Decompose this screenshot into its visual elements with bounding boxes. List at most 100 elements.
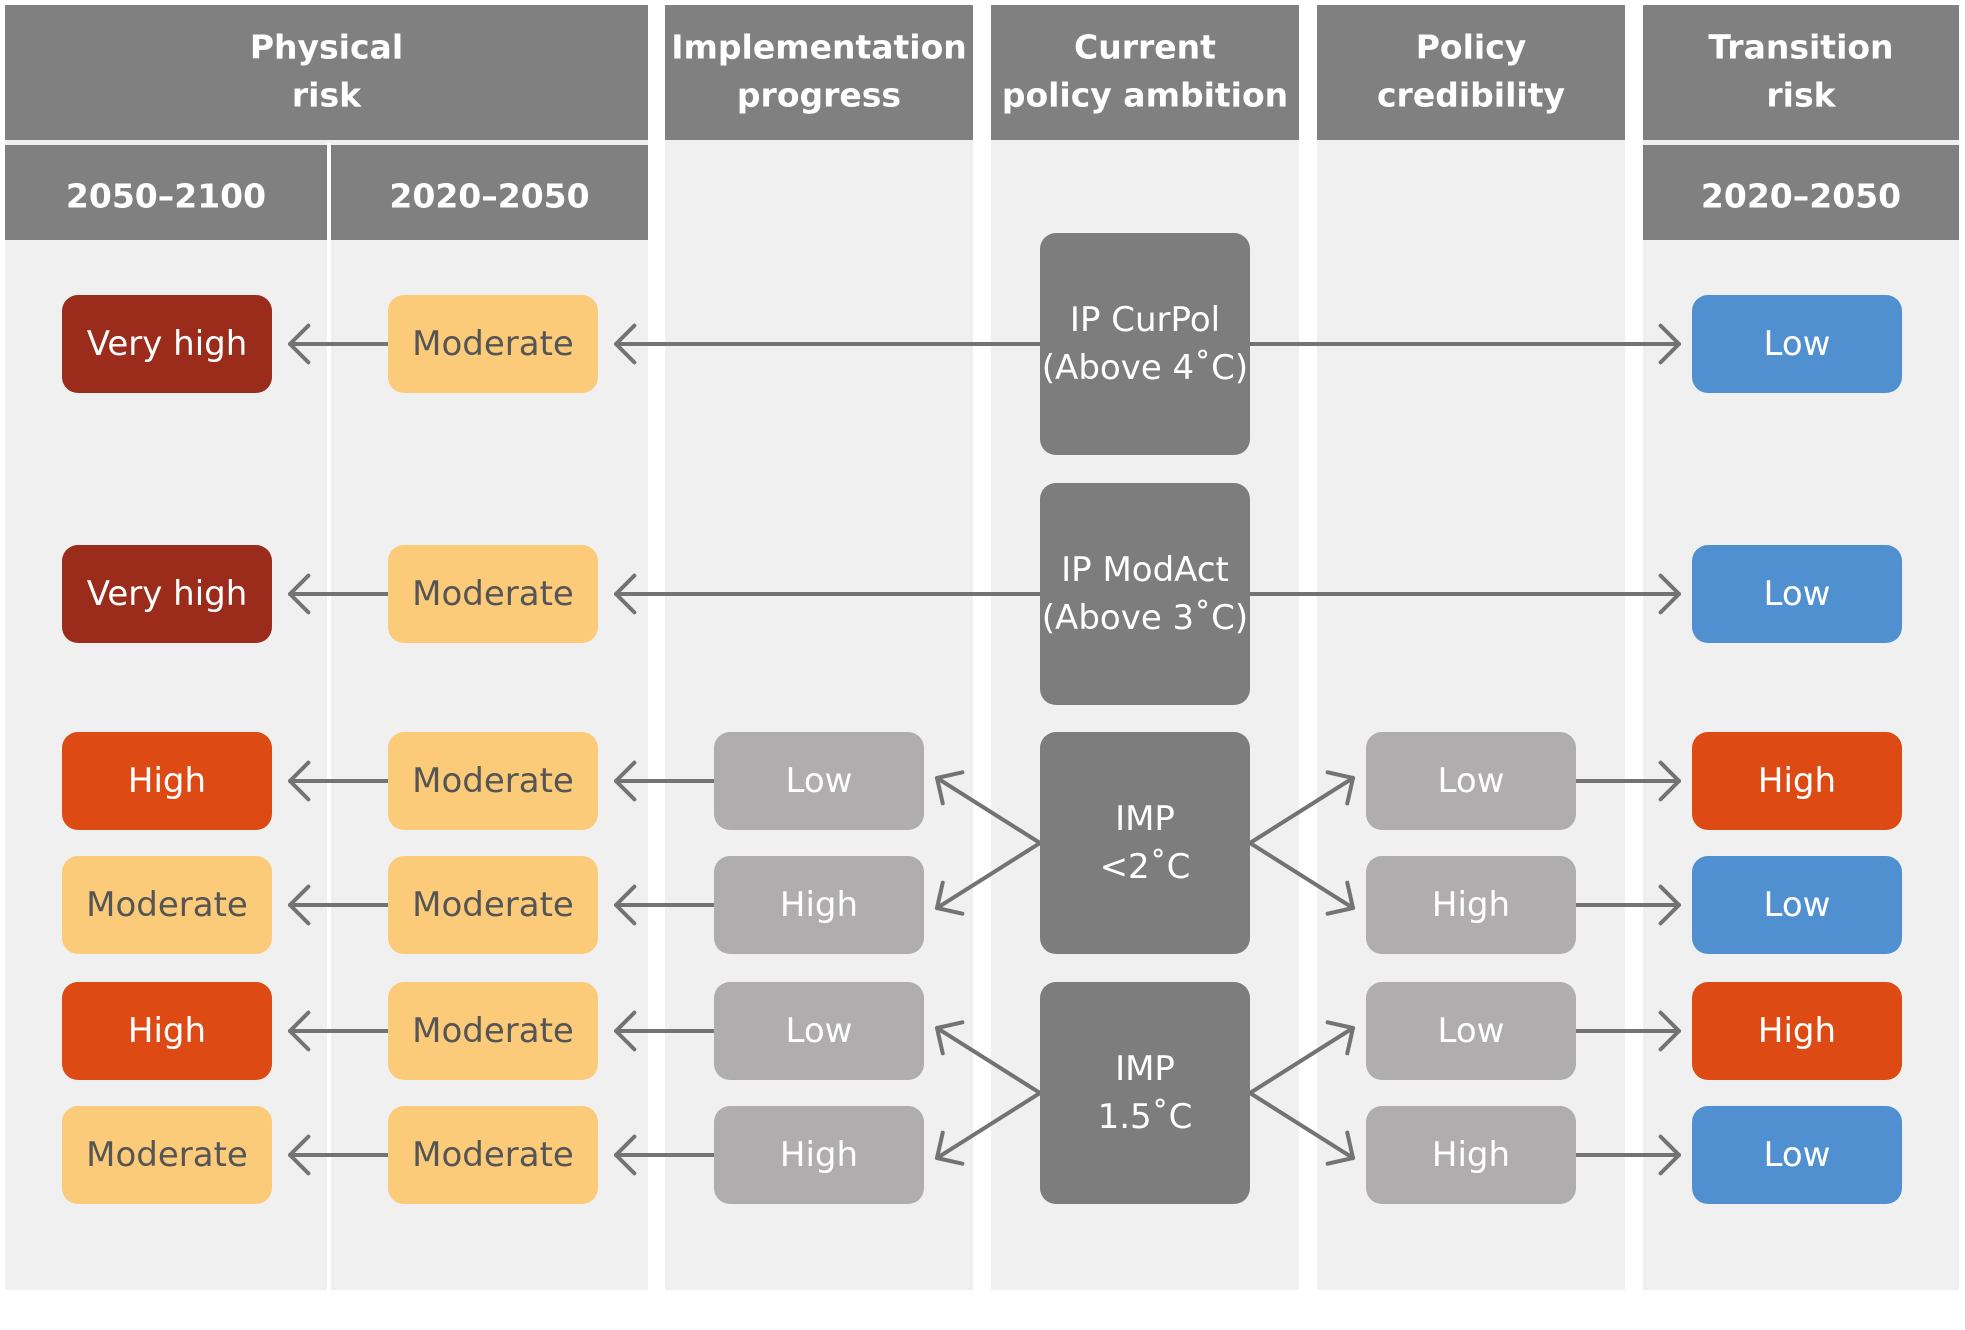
- physical-risk-2020-2050-box-row-5: Moderate: [388, 982, 598, 1080]
- physical-risk-2050-2100-box-row-6-bg: [62, 1106, 272, 1204]
- current-policy-ambition-header-text-line-2: policy ambition: [1002, 76, 1288, 115]
- transition-risk-box-row-6-bg: [1692, 1106, 1902, 1204]
- transition-risk-box-row-3-label: High: [1758, 761, 1836, 801]
- physical-risk-2050-2100-box-row-3: High: [62, 732, 272, 830]
- physical-risk-2020-2050-box-row-2-bg: [388, 545, 598, 643]
- transition-risk-box-row-5-bg: [1692, 982, 1902, 1080]
- physical-risk-2020-2050-box-row-4-bg: [388, 856, 598, 954]
- implementation-progress-header-text-line-2: progress: [737, 76, 901, 115]
- physical-risk-2020-2050-box-row-1-bg: [388, 295, 598, 393]
- policy-credibility-header-text-line-1: Policy: [1416, 28, 1527, 67]
- arrow-row-4-implementation-to-physical: [614, 884, 716, 926]
- transition-risk-box-row-2: Low: [1692, 545, 1902, 643]
- arrow-scenario-1-to-transition-head: [1658, 323, 1681, 365]
- implementation-progress-box-row-6-bg: [714, 1106, 924, 1204]
- arrow-row-6-implementation-to-physical: [614, 1134, 716, 1176]
- arrow-scenario-2-to-physical: [614, 573, 1042, 615]
- transition-period-header-text: 2020–2050: [1701, 177, 1901, 216]
- physical-late-period-header-text: 2050–2100: [66, 177, 266, 216]
- transition-period-header-bg: [1643, 145, 1959, 240]
- physical-risk-2020-2050-box-row-6-label: Moderate: [412, 1135, 574, 1175]
- arrow-scenario-3-to-implementation-high-shaft: [935, 841, 1042, 910]
- arrow-row-6-early-to-late-head: [288, 1134, 311, 1176]
- transition-risk-box-row-4-bg: [1692, 856, 1902, 954]
- arrow-row-5-credibility-to-transition-head: [1658, 1010, 1681, 1052]
- arrow-scenario-3-to-implementation-low-shaft: [935, 776, 1042, 845]
- implementation-progress-box-row-5-bg: [714, 982, 924, 1080]
- implementation-progress-column-bg: [665, 5, 973, 1290]
- implementation-progress-box-row-3-label: Low: [786, 761, 853, 801]
- current-policy-ambition-header-text-line-1: Current: [1074, 28, 1216, 67]
- scenario-box-4-bg: [1040, 982, 1250, 1204]
- policy-credibility-box-row-5-bg: [1366, 982, 1576, 1080]
- transition-risk-header-bg: [1643, 5, 1959, 140]
- arrow-row-2-early-to-late-head: [288, 573, 311, 615]
- physical-risk-2020-2050-box-row-6: Moderate: [388, 1106, 598, 1204]
- implementation-progress-header-bg: [665, 5, 973, 140]
- implementation-progress-box-row-4-bg: [714, 856, 924, 954]
- scenario-box-2-bg: [1040, 483, 1250, 705]
- arrow-scenario-3-to-credibility-low-shaft: [1248, 776, 1355, 845]
- arrow-scenario-1-to-physical: [614, 323, 1042, 365]
- arrow-scenario-3-to-credibility-high-shaft: [1248, 841, 1355, 910]
- physical-risk-2050-2100-box-row-1-bg: [62, 295, 272, 393]
- arrow-row-6-credibility-to-transition-head: [1658, 1134, 1681, 1176]
- current-policy-ambition-header-bg: [991, 5, 1299, 140]
- policy-credibility-header-text-line-2: credibility: [1377, 76, 1565, 115]
- implementation-progress-box-row-5-label: Low: [786, 1011, 853, 1051]
- transition-risk-box-row-2-label: Low: [1764, 574, 1831, 614]
- physical-risk-2020-2050-box-row-1: Moderate: [388, 295, 598, 393]
- arrow-row-6-implementation-to-physical-head: [614, 1134, 637, 1176]
- arrow-scenario-4-to-credibility-low-shaft: [1248, 1026, 1355, 1095]
- scenario-box-3: IMP<2˚C: [1040, 732, 1250, 954]
- transition-risk-box-row-1: Low: [1692, 295, 1902, 393]
- physical-risk-2020-2050-box-row-4-label: Moderate: [412, 885, 574, 925]
- arrow-scenario-4-to-implementation-low-head: [935, 1020, 965, 1056]
- physical-risk-2050-2100-box-row-6-label: Moderate: [86, 1135, 248, 1175]
- implementation-progress-box-row-6-label: High: [780, 1135, 858, 1175]
- policy-credibility-header-bg: [1317, 5, 1625, 140]
- arrow-row-5-early-to-late-head: [288, 1010, 311, 1052]
- physical-risk-2050-2100-box-row-4-label: Moderate: [86, 885, 248, 925]
- physical-early-period-header-bg: [331, 145, 648, 240]
- arrow-scenario-4-to-implementation-high-shaft: [935, 1091, 1042, 1160]
- arrow-row-3-credibility-to-transition: [1574, 760, 1681, 802]
- arrow-row-2-early-to-late: [288, 573, 390, 615]
- implementation-progress-header: Implementation progress: [665, 5, 973, 140]
- policy-credibility-box-row-3-bg: [1366, 732, 1576, 830]
- physical-risk-2020-2050-box-row-4: Moderate: [388, 856, 598, 954]
- transition-risk-box-row-1-bg: [1692, 295, 1902, 393]
- policy-credibility-header: Policy credibility: [1317, 5, 1625, 140]
- implementation-progress-box-row-4-label: High: [780, 885, 858, 925]
- physical-early-period-header: 2020–2050: [331, 145, 648, 240]
- transition-risk-header-text-line-2: risk: [1766, 76, 1836, 115]
- implementation-progress-header-text-line-1: Implementation: [671, 28, 967, 67]
- policy-credibility-box-row-4-bg: [1366, 856, 1576, 954]
- policy-credibility-box-row-5-label: Low: [1438, 1011, 1505, 1051]
- arrow-scenario-3-to-credibility-high-head: [1325, 880, 1355, 916]
- transition-risk-box-row-4-label: Low: [1764, 885, 1831, 925]
- arrow-row-4-early-to-late-head: [288, 884, 311, 926]
- physical-risk-2050-2100-box-row-1-label: Very high: [87, 324, 248, 364]
- implementation-progress-box-row-3: Low: [714, 732, 924, 830]
- physical-risk-2020-2050-box-row-5-label: Moderate: [412, 1011, 574, 1051]
- arrow-row-4-credibility-to-transition-head: [1658, 884, 1681, 926]
- arrow-scenario-4-to-credibility-low-head: [1325, 1020, 1355, 1056]
- physical-risk-2020-2050-box-row-2-label: Moderate: [412, 574, 574, 614]
- scenario-box-2-label-line-1: IP ModAct: [1061, 550, 1229, 590]
- scenario-box-2: IP ModAct (Above 3˚C): [1040, 483, 1250, 705]
- scenario-box-2-label-line-2: (Above 3˚C): [1042, 598, 1248, 638]
- transition-risk-box-row-3: High: [1692, 732, 1902, 830]
- arrow-scenario-4-to-credibility-low: [1248, 1020, 1355, 1095]
- physical-risk-2050-2100-box-row-5-bg: [62, 982, 272, 1080]
- arrow-scenario-3-to-implementation-high-head: [935, 880, 965, 916]
- implementation-progress-box-row-6: High: [714, 1106, 924, 1204]
- physical-risk-header-bg: [5, 5, 648, 140]
- physical-risk-2020-2050-box-row-3-label: Moderate: [412, 761, 574, 801]
- transition-risk-box-row-5: High: [1692, 982, 1902, 1080]
- implementation-progress-box-row-5: Low: [714, 982, 924, 1080]
- arrow-row-1-early-to-late: [288, 323, 390, 365]
- arrow-scenario-1-to-physical-head: [614, 323, 637, 365]
- physical-risk-2050-2100-box-row-4-bg: [62, 856, 272, 954]
